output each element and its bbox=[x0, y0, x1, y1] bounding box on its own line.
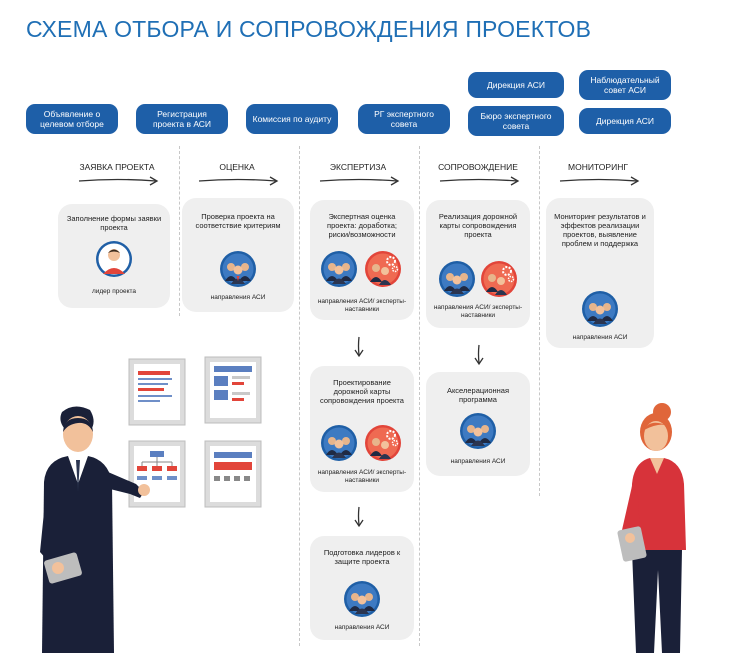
arrow-down-icon bbox=[354, 506, 364, 528]
arrow-down-icon bbox=[354, 336, 364, 358]
role-badge-asi-directorate-monitoring: Дирекция АСИ bbox=[579, 108, 671, 134]
report-board-icon bbox=[128, 358, 186, 426]
card-expertise-defense-prep: Подготовка лидеров к защите проекта напр… bbox=[310, 536, 414, 640]
arrow-right-icon bbox=[439, 176, 520, 186]
card-caption: направления АСИ bbox=[572, 334, 628, 341]
card-text: Проверка проекта на соответствие критери… bbox=[195, 212, 281, 230]
card-text: Акселерационная программа bbox=[446, 386, 510, 404]
card-caption: направления АСИ bbox=[450, 458, 506, 465]
team-avatar-icon bbox=[344, 581, 380, 617]
card-caption: направления АСИ bbox=[210, 294, 266, 301]
org-chart-board-icon bbox=[128, 440, 186, 508]
card-evaluation: Проверка проекта на соответствие критери… bbox=[182, 198, 294, 312]
team-avatar-icon bbox=[460, 413, 496, 449]
card-text: Подготовка лидеров к защите проекта bbox=[323, 548, 401, 566]
card-caption: направления АСИ/ эксперты-наставники bbox=[317, 469, 407, 484]
card-application: Заполнение формы заявки проекта лидер пр… bbox=[58, 204, 170, 308]
role-badge-registration: Регистрация проекта в АСИ bbox=[136, 104, 228, 134]
team-avatar-icon bbox=[439, 261, 475, 297]
card-text: Заполнение формы заявки проекта bbox=[66, 214, 162, 232]
team-avatar-icon bbox=[582, 291, 618, 327]
column-separator bbox=[299, 146, 300, 646]
role-badge-expert-working-group: РГ экспертного совета bbox=[358, 104, 450, 134]
card-monitoring: Мониторинг результатов и эффектов реализ… bbox=[546, 198, 654, 348]
card-caption: направления АСИ/ эксперты-наставники bbox=[433, 304, 523, 319]
column-separator bbox=[179, 146, 180, 316]
role-badge-supervisory-board: Наблюдательный совет АСИ bbox=[579, 70, 671, 100]
card-caption: направления АСИ bbox=[334, 624, 390, 631]
card-expertise-roadmap: Проектирование дорожной карты сопровожде… bbox=[310, 366, 414, 492]
card-support-roadmap: Реализация дорожной карты сопровождения … bbox=[426, 200, 530, 328]
team-avatar-icon bbox=[220, 251, 256, 287]
arrow-right-icon bbox=[319, 176, 400, 186]
role-badge-audit-commission: Комиссия по аудиту bbox=[246, 104, 338, 134]
card-support-acceleration: Акселерационная программа направления АС… bbox=[426, 372, 530, 476]
table-board-icon bbox=[204, 440, 262, 508]
column-separator bbox=[539, 146, 540, 496]
role-badge-asi-directorate: Дирекция АСИ bbox=[468, 72, 564, 98]
card-text: Мониторинг результатов и эффектов реализ… bbox=[554, 212, 646, 248]
team-avatar-icon bbox=[321, 251, 357, 287]
column-separator bbox=[419, 146, 420, 646]
arrow-right-icon bbox=[198, 176, 279, 186]
card-text: Проектирование дорожной карты сопровожде… bbox=[320, 378, 404, 405]
leader-avatar-icon bbox=[96, 241, 132, 277]
stage-label-monitoring: МОНИТОРИНГ bbox=[568, 162, 628, 172]
role-badge-expert-bureau: Бюро экспертного совета bbox=[468, 106, 564, 136]
card-caption: направления АСИ/ эксперты-наставники bbox=[317, 298, 407, 313]
presenter-man-illustration bbox=[40, 406, 150, 653]
woman-with-tablet-illustration bbox=[617, 403, 686, 653]
experts-gears-avatar-icon bbox=[365, 425, 401, 461]
stage-label-expertise: ЭКСПЕРТИЗА bbox=[329, 162, 387, 172]
arrow-down-icon bbox=[474, 344, 484, 366]
stage-label-application: ЗАЯВКА ПРОЕКТА bbox=[79, 162, 155, 172]
arrow-right-icon bbox=[78, 176, 159, 186]
report-board-icon bbox=[204, 356, 262, 424]
role-badge-announcement: Объявление о целевом отборе bbox=[26, 104, 118, 134]
card-expertise-review: Экспертная оценка проекта: доработка; ри… bbox=[310, 200, 414, 320]
card-text: Реализация дорожной карты сопровождения … bbox=[438, 212, 518, 239]
arrow-right-icon bbox=[559, 176, 640, 186]
experts-gears-avatar-icon bbox=[481, 261, 517, 297]
team-avatar-icon bbox=[321, 425, 357, 461]
card-text: Экспертная оценка проекта: доработка; ри… bbox=[327, 212, 397, 239]
page-title: СХЕМА ОТБОРА И СОПРОВОЖДЕНИЯ ПРОЕКТОВ bbox=[26, 16, 592, 42]
stage-label-support: СОПРОВОЖДЕНИЕ bbox=[438, 162, 518, 172]
stage-label-evaluation: ОЦЕНКА bbox=[219, 162, 255, 172]
card-caption: лидер проекта bbox=[91, 288, 137, 295]
experts-gears-avatar-icon bbox=[365, 251, 401, 287]
